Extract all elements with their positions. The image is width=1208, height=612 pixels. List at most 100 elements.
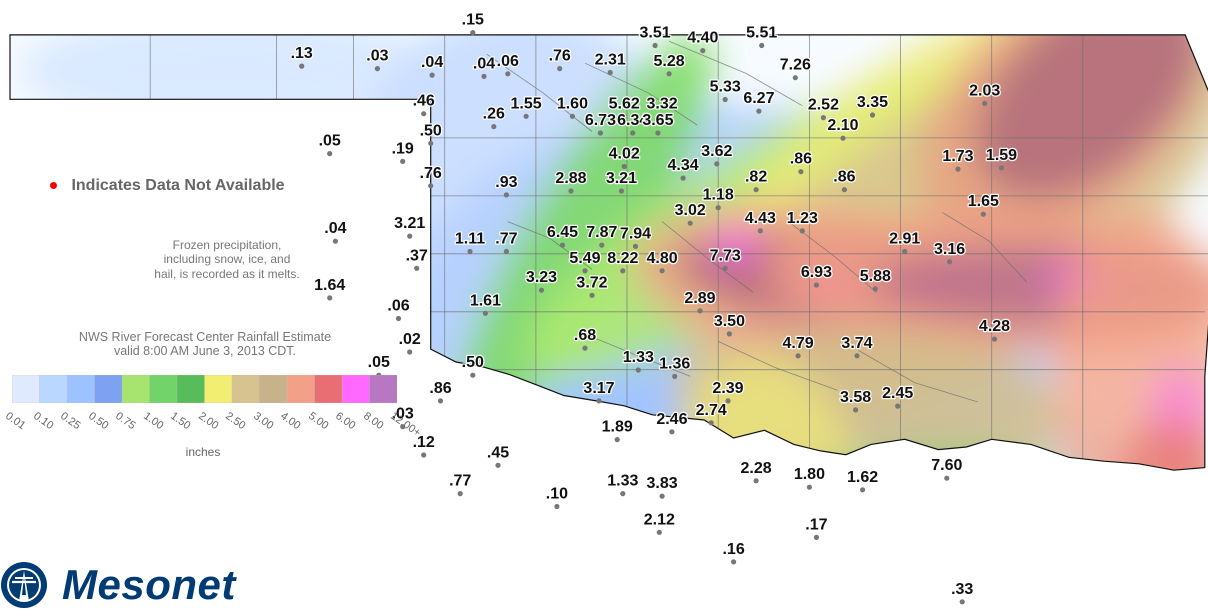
county-boundary	[661, 221, 754, 293]
station-rainfall-label: .45	[487, 444, 509, 461]
station-marker	[457, 491, 463, 497]
station-rainfall-label: 3.58	[840, 389, 871, 406]
station-marker	[715, 205, 721, 211]
station-marker	[503, 248, 509, 255]
frozen-note-line: including snow, ice, and	[163, 252, 291, 267]
station-marker	[632, 243, 639, 249]
station-marker	[895, 403, 901, 409]
station-marker	[799, 228, 805, 234]
station-marker	[680, 175, 686, 181]
station-rainfall-label: 5.62	[609, 95, 640, 112]
station-marker	[756, 108, 762, 114]
station-rainfall-label: .05	[319, 133, 341, 150]
station-marker	[630, 130, 636, 136]
station-marker	[607, 69, 613, 76]
station-marker	[792, 75, 798, 81]
station-rainfall-label: 1.89	[602, 419, 633, 436]
station-marker	[482, 310, 488, 316]
station-rainfall-label: 2.39	[712, 380, 743, 397]
station-marker	[407, 349, 413, 355]
station-marker	[481, 73, 487, 79]
station-marker	[853, 407, 859, 413]
scale-tick-label: 0.75	[113, 410, 138, 433]
station-rainfall-label: 3.32	[647, 95, 678, 112]
station-rainfall-label: 6.73	[585, 112, 616, 129]
station-rainfall-label: 1.36	[659, 355, 690, 372]
county-boundary	[668, 40, 803, 107]
station-rainfall-label: 4.40	[687, 30, 718, 47]
scale-tick-label: 0.50	[85, 410, 111, 433]
station-rainfall-label: 2.31	[595, 52, 626, 69]
station-marker	[655, 130, 661, 136]
station-marker	[621, 113, 627, 119]
scale-swatch	[369, 375, 397, 403]
station-rainfall-label: 1.61	[470, 292, 501, 309]
station-rainfall-label: 3.21	[394, 215, 425, 232]
station-rainfall-label: .05	[368, 354, 390, 371]
station-marker	[429, 72, 435, 78]
station-rainfall-label: 2.52	[808, 97, 839, 114]
station-rainfall-label: .77	[449, 473, 471, 490]
station-marker	[620, 268, 626, 274]
frozen-note-line: Frozen precipitation,	[172, 238, 282, 252]
station-rainfall-label: 3.02	[675, 202, 706, 219]
station-marker	[596, 398, 602, 404]
station-rainfall-label: .37	[406, 247, 428, 264]
station-marker	[860, 487, 866, 493]
station-marker	[869, 112, 876, 118]
station-rainfall-label: 3.16	[934, 241, 965, 258]
station-rainfall-label: .15	[462, 12, 484, 29]
station-rainfall-label: 1.60	[557, 95, 588, 112]
station-marker	[813, 282, 820, 288]
station-marker	[700, 48, 706, 54]
station-rainfall-label: 1.33	[607, 473, 638, 490]
station-marker	[569, 113, 576, 119]
station-rainfall-label: 2.12	[644, 511, 675, 528]
station-rainfall-label: .06	[497, 53, 519, 70]
station-rainfall-label: 2.88	[555, 170, 586, 187]
station-rainfall-label: 1.55	[511, 95, 542, 112]
station-marker	[495, 462, 501, 468]
station-rainfall-label: 2.10	[827, 117, 858, 134]
station-marker	[659, 268, 665, 274]
station-rainfall-label: .50	[420, 122, 442, 139]
station-marker	[656, 529, 662, 535]
data-not-available-legend: Indicates Data Not Available	[50, 176, 370, 196]
station-rainfall-label: .86	[833, 169, 855, 186]
station-rainfall-label: 6.45	[547, 224, 578, 241]
station-marker	[991, 336, 998, 342]
station-marker	[753, 187, 759, 193]
station-rainfall-label: 3.21	[606, 170, 637, 187]
county-boundary	[584, 62, 698, 126]
station-marker	[731, 559, 737, 565]
station-rainfall-label: 1.80	[794, 466, 825, 483]
rainfall-unit-label: inches	[185, 445, 221, 459]
station-marker	[980, 211, 986, 217]
station-rainfall-label: 3.74	[841, 335, 872, 352]
station-rainfall-label: .77	[495, 231, 517, 248]
station-marker	[327, 151, 333, 157]
station-marker	[557, 66, 563, 72]
station-rainfall-label: 2.03	[969, 82, 1000, 99]
station-marker	[618, 188, 625, 194]
station-rainfall-label: .68	[574, 327, 596, 344]
station-rainfall-label: .04	[324, 220, 346, 237]
station-marker	[400, 158, 406, 164]
station-marker	[421, 452, 427, 458]
scale-swatch	[314, 375, 343, 403]
station-marker	[757, 228, 763, 234]
scale-swatch	[286, 375, 315, 403]
station-marker	[722, 265, 728, 271]
station-rainfall-label: 5.33	[710, 79, 741, 96]
scale-tick-label: 2.00	[195, 410, 221, 433]
station-rainfall-label: .10	[546, 486, 568, 503]
station-marker	[428, 183, 434, 189]
county-boundary	[718, 341, 838, 391]
station-rainfall-label: 2.45	[882, 385, 913, 402]
station-marker	[582, 345, 588, 351]
station-rainfall-label: .16	[722, 541, 744, 558]
frozen-note-line: hail, is recorded as it melts.	[154, 266, 300, 281]
station-rainfall-label: 3.62	[701, 143, 732, 160]
